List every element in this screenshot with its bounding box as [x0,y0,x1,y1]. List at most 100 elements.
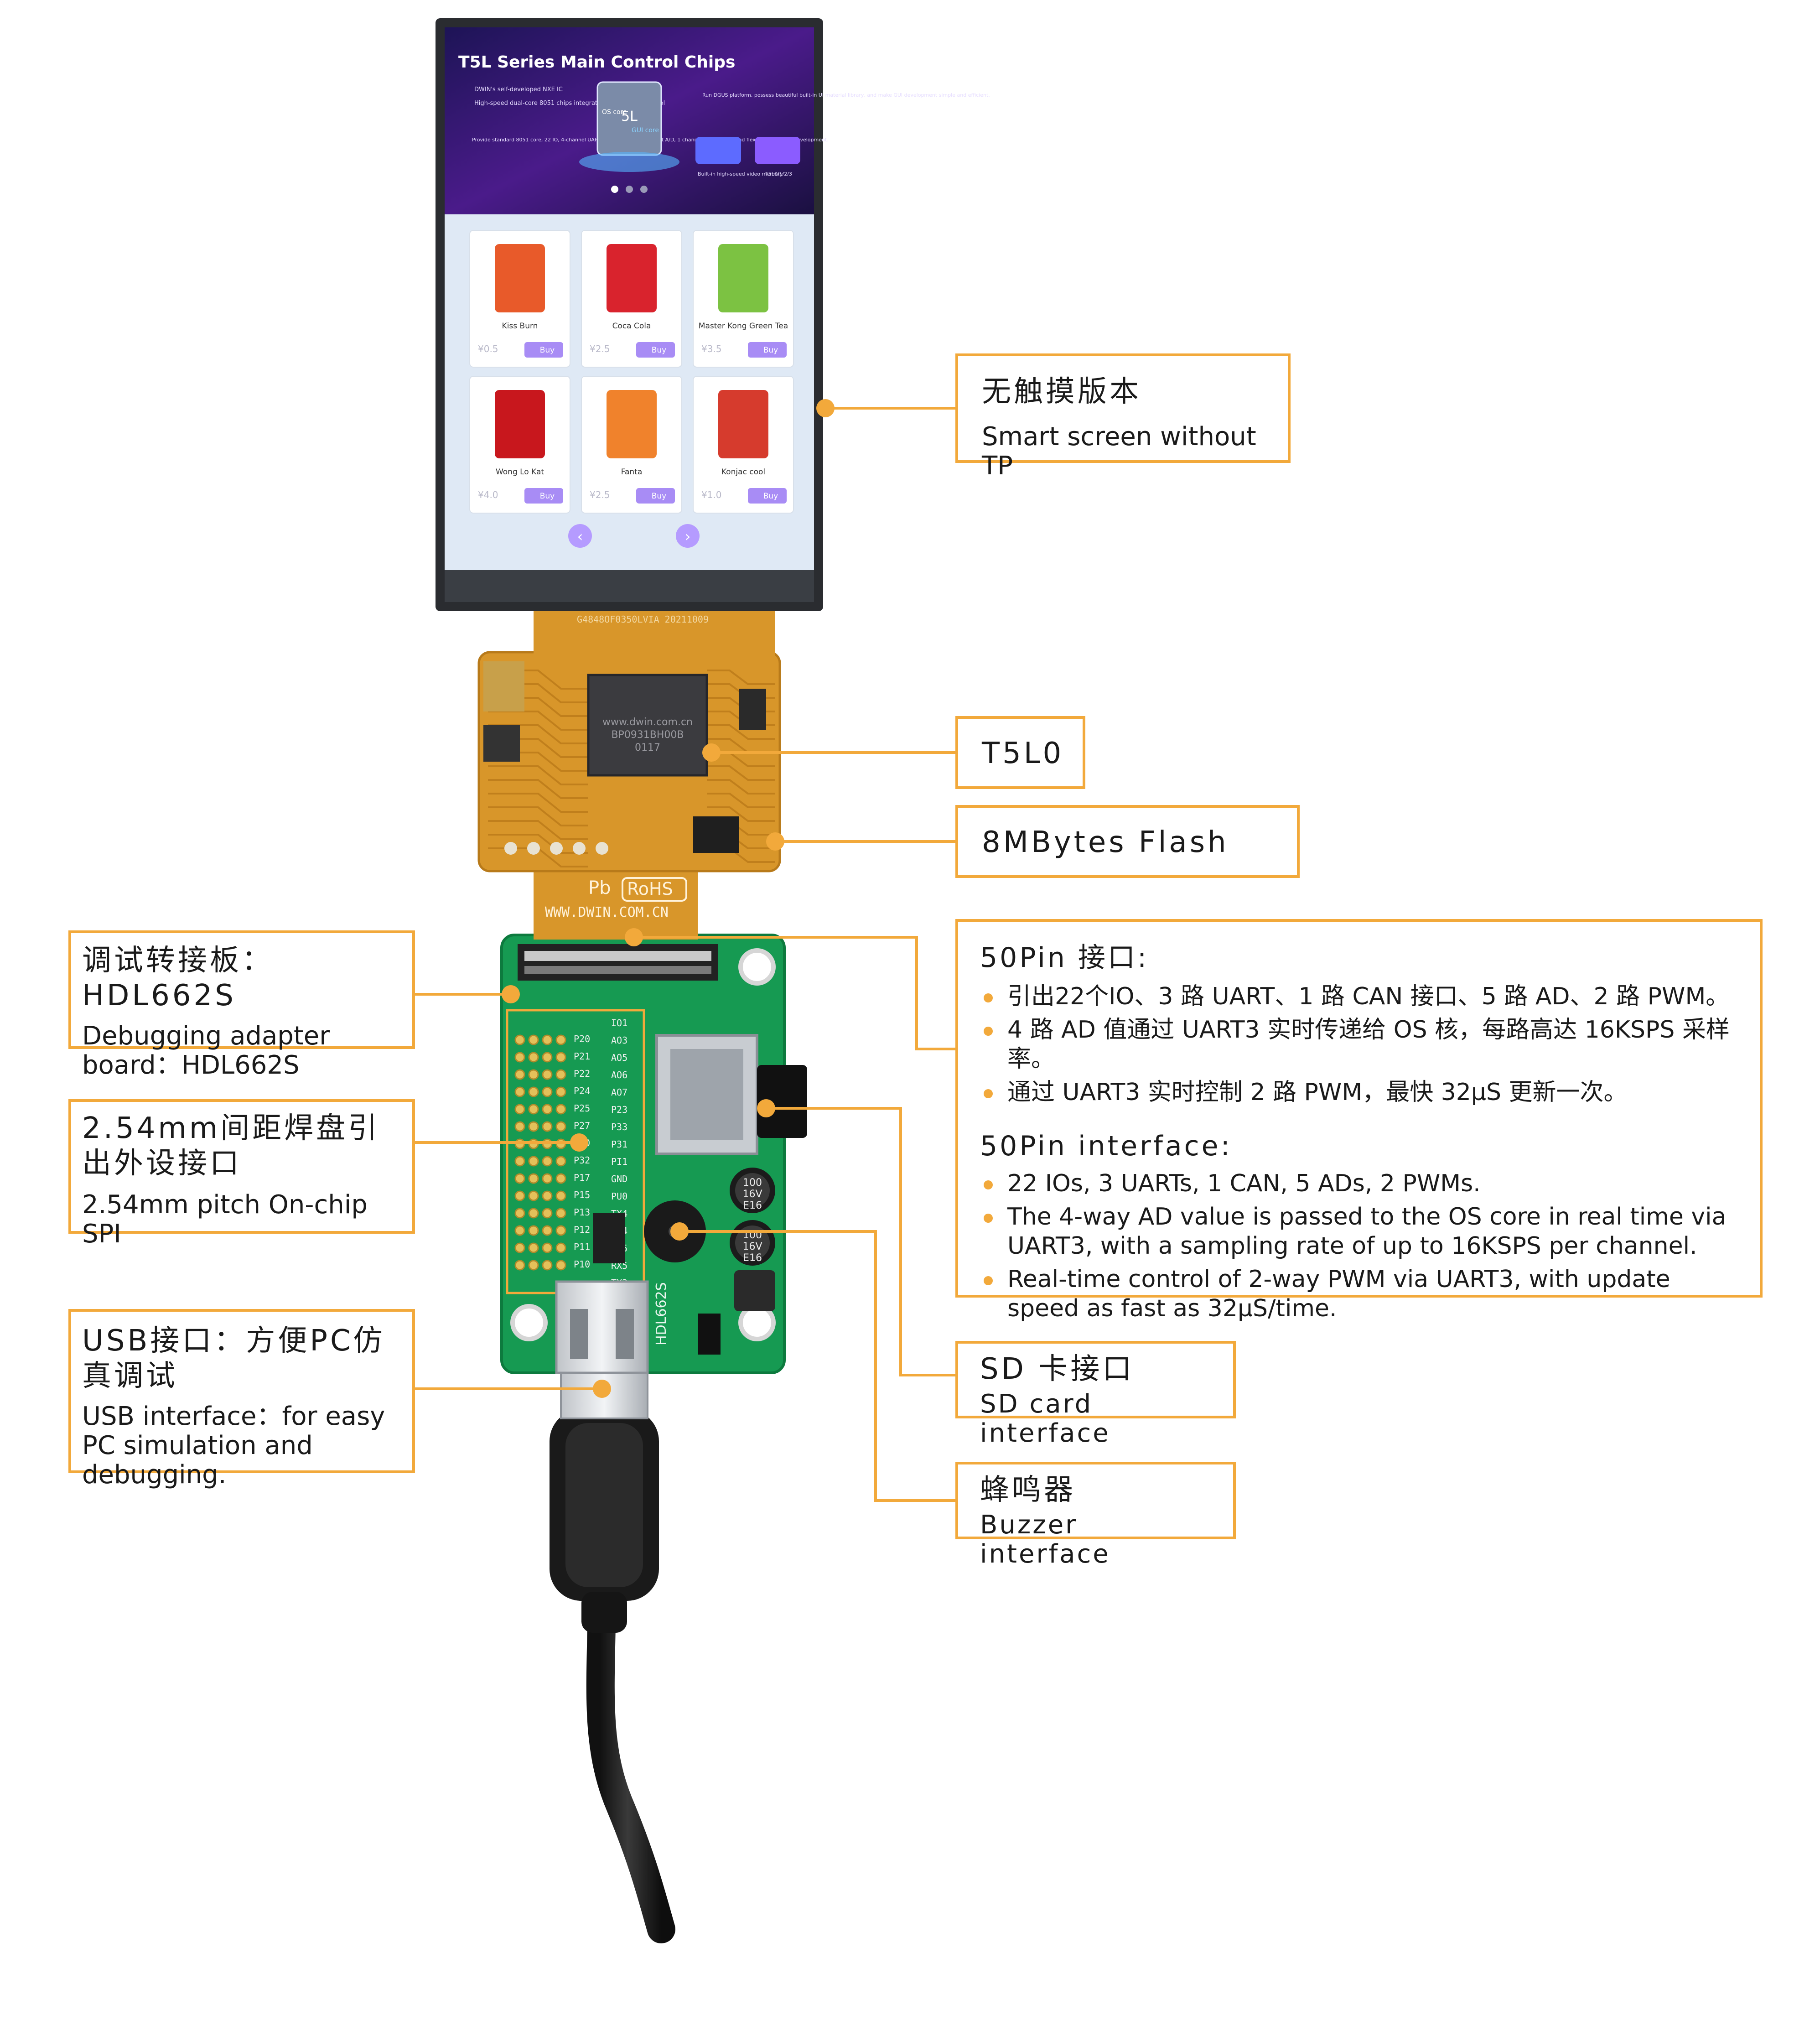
solder-pad [514,1208,525,1219]
product-image [718,244,768,312]
solder-pad [555,1225,566,1236]
solder-pad [542,1104,553,1115]
callout-en-list: 22 IOs, 3 UARTs, 1 CAN, 5 ADs, 2 PWMs. T… [980,1169,1738,1323]
callout-pitch: 2.54mm间距焊盘引出外设接口 2.54mm pitch On-chip SP… [68,1099,415,1249]
solder-pad [542,1173,553,1184]
svg-text:RoHS: RoHS [627,879,673,899]
solder-pad [528,1173,539,1184]
list-item: 引出22个IO、3 路 UART、1 路 CAN 接口、5 路 AD、2 路 P… [980,982,1738,1011]
leader-sd [766,1107,958,1376]
leader-buzzer [679,1230,958,1502]
callout-zh: USB接口：方便PC仿真调试 [82,1324,385,1393]
buy-label: Buy [652,492,667,501]
product-price: ¥2.5 [590,489,610,500]
svg-text:5L: 5L [621,109,638,125]
svg-text:T5L0/1/2/3: T5L0/1/2/3 [765,171,792,177]
solder-pad [555,1190,566,1201]
solder-pad [528,1069,539,1080]
callout-buzzer: 蜂鸣器 Buzzer interface [955,1462,1236,1569]
solder-pad [514,1260,525,1271]
solder-pad [542,1156,553,1167]
product-price: ¥0.5 [478,343,498,354]
board-label: HDL662S [653,1282,669,1345]
pin-label: P17 [574,1172,590,1183]
solder-pad [528,1156,539,1167]
pin-label: AO5 [611,1052,627,1063]
inductor [734,1270,775,1311]
buy-button[interactable] [748,342,787,358]
svg-text:100: 100 [743,1177,762,1189]
solder-pad [528,1052,539,1063]
svg-text:E16: E16 [743,1252,762,1264]
list-item: 通过 UART3 实时控制 2 路 PWM，最快 32μS 更新一次。 [980,1078,1738,1107]
buy-button[interactable] [636,342,675,358]
product-price: ¥2.5 [590,343,610,354]
solder-pad [555,1086,566,1097]
callout-zh: SD 卡接口 [980,1352,1135,1386]
buy-label: Buy [540,492,555,501]
callout-zh: 调试转接板：HDL662S [82,944,274,1013]
callout-en: 2.54mm pitch On-chip SPI [82,1189,368,1249]
pin-label: PU0 [611,1191,627,1202]
solder-pad [542,1121,553,1132]
solder-pad [555,1034,566,1045]
buy-button[interactable] [524,342,563,358]
callout-zh: 2.54mm间距焊盘引出外设接口 [82,1111,380,1180]
mount-hole [738,948,776,986]
pin-label: P22 [574,1068,590,1079]
pin-label: AO6 [611,1070,627,1080]
solder-pad [528,1121,539,1132]
pin-label: P33 [611,1122,627,1132]
callout-t5l0: T5L0 [955,716,1085,789]
pin-label: P24 [574,1085,590,1096]
buy-button[interactable] [748,488,787,504]
svg-text:G4848OF0350LVIA 20211009: G4848OF0350LVIA 20211009 [577,614,709,625]
pin-label: P31 [611,1139,627,1150]
callout-flash: 8MBytes Flash [955,805,1300,878]
product-card[interactable]: Kiss Burn ¥0.5 Buy [469,230,570,368]
buy-button[interactable] [524,488,563,504]
capacitor: 100 16V E16 [730,1168,775,1213]
solder-pad [555,1121,566,1132]
product-name: Kiss Burn [502,322,538,331]
feature-tile [755,137,800,164]
solder-pad [555,1260,566,1271]
pin-label: IO1 [611,1018,627,1028]
svg-text:0117: 0117 [635,742,660,753]
callout-en: Debugging adapter board：HDL662S [82,1021,330,1080]
sd-card [757,1065,807,1138]
callout-en: Buzzer interface [980,1510,1110,1569]
adapter-board: P20P21P22P24P25P27P30P32P17P15P13P12P11P… [500,934,807,1374]
nav-next-button[interactable] [676,524,700,548]
pin-label: P20 [574,1033,590,1044]
solder-pad [514,1069,525,1080]
callout-label: 8MBytes Flash [982,826,1229,859]
pin-label: P15 [574,1189,590,1200]
solder-pad [528,1086,539,1097]
solder-pad [528,1242,539,1253]
solder-pad [555,1208,566,1219]
product-image [718,390,768,458]
list-item: Real-time control of 2-way PWM via UART3… [980,1265,1738,1323]
svg-text:16V: 16V [742,1189,762,1200]
callout-en-heading: 50Pin interface: [980,1130,1232,1162]
nav-prev-button[interactable] [568,524,592,548]
usb-cable [550,1363,675,1943]
product-name: Coca Cola [612,322,651,331]
callout-zh-list: 引出22个IO、3 路 UART、1 路 CAN 接口、5 路 AD、2 路 P… [980,982,1738,1107]
buy-button[interactable] [636,488,675,504]
buy-label: Buy [540,346,555,355]
product-name: Master Kong Green Tea [699,322,788,331]
pin-label: GND [611,1174,627,1184]
pin-label: P23 [611,1104,627,1115]
svg-text:www.dwin.com.cn: www.dwin.com.cn [602,717,693,728]
display-module: T5L Series Main Control Chips DWIN's sel… [436,18,990,611]
callout-zh: 蜂鸣器 [980,1473,1076,1507]
